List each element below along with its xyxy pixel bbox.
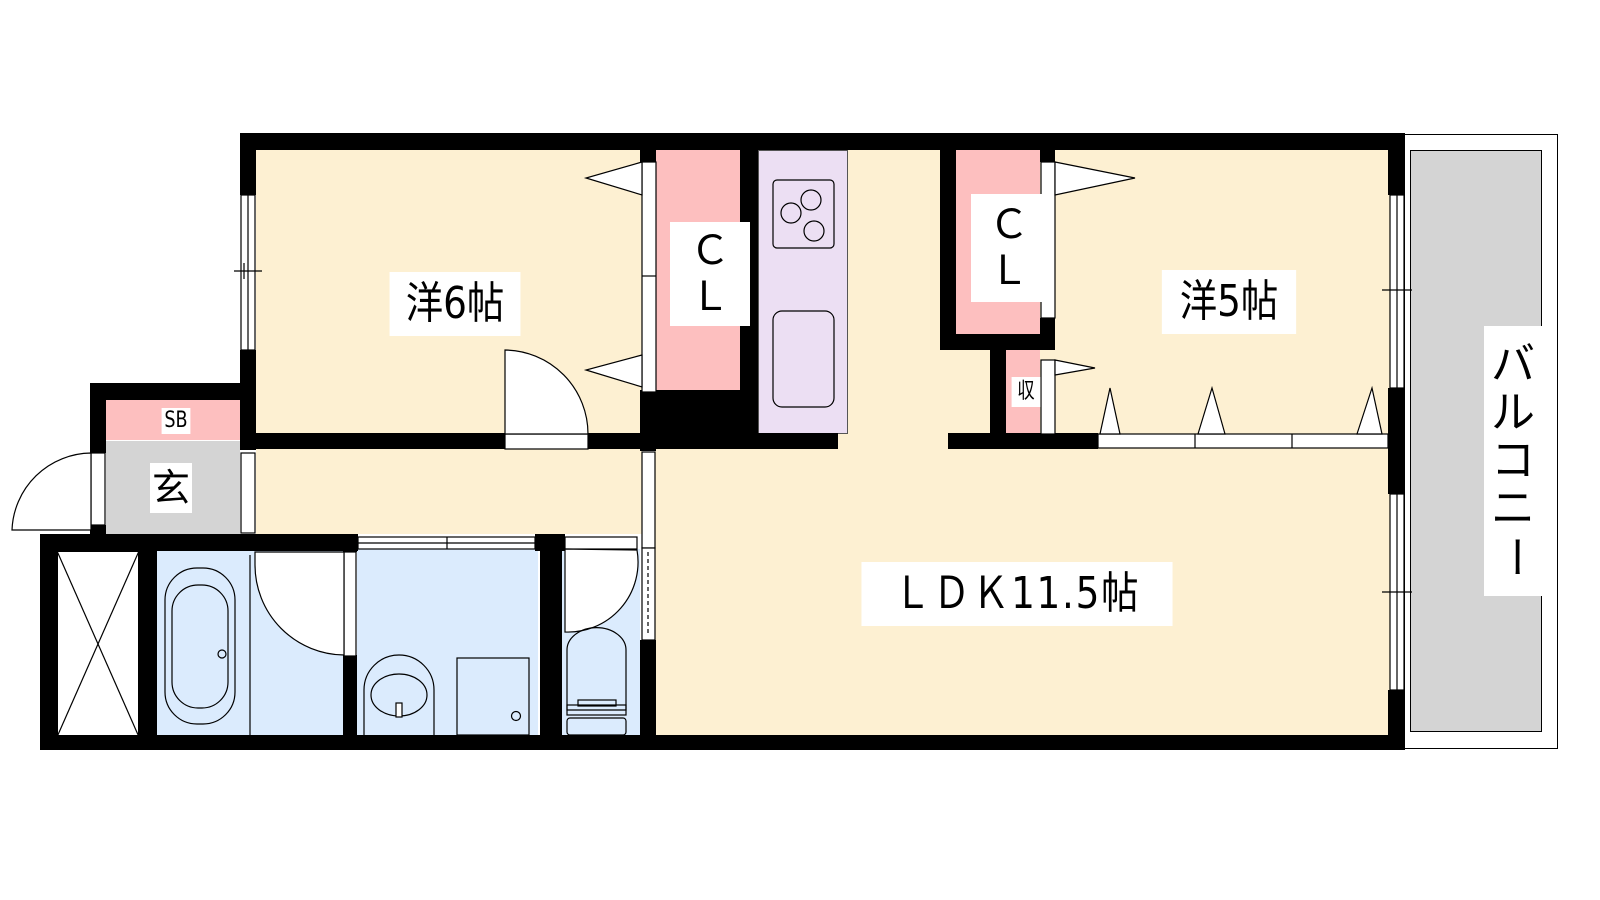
entrance-door-arc: [11, 452, 92, 531]
balcony-char: コ: [1491, 435, 1535, 486]
wall-bath-wash: [343, 534, 357, 552]
wall-left-6b: [240, 350, 256, 450]
wall-bath-wash-b: [343, 655, 357, 750]
wall-bottom: [40, 735, 1405, 750]
closet-right-c: Ｃ: [989, 203, 1029, 247]
label-ldk: ＬＤＫ11.5帖: [861, 562, 1173, 626]
label-western-6: 洋6帖: [389, 272, 521, 336]
label-ldk-text: ＬＤＫ11.5帖: [893, 568, 1141, 619]
closet-left-l: Ｌ: [690, 275, 730, 319]
balcony-char: ニ: [1491, 483, 1535, 534]
wall-entry-left-b: [90, 525, 106, 535]
kitchen-stove: [772, 179, 835, 249]
entrance-door: [90, 452, 106, 526]
wall-6-bottom: [240, 433, 505, 449]
label-closet-left: Ｃ Ｌ: [670, 222, 750, 326]
wall-storage-bath: [139, 534, 157, 750]
wall-6-right-top: [640, 150, 656, 162]
label-entrance: 玄: [150, 463, 192, 513]
balcony-char: ル: [1491, 387, 1535, 438]
balcony-char: バ: [1491, 339, 1535, 390]
wall-wash-toilet: [540, 534, 562, 750]
folding-door-mark: [583, 161, 643, 196]
wall-5-left-b: [1040, 318, 1055, 350]
closet-right-l: Ｌ: [989, 249, 1029, 293]
bath-door-arc: [254, 551, 345, 656]
wall-right-a: [1388, 133, 1405, 195]
door-swing-arc: [504, 349, 589, 435]
label-closet-right: Ｃ Ｌ: [971, 194, 1047, 302]
wall-wet-left: [40, 534, 57, 750]
label-storage: 収: [1011, 377, 1041, 407]
closet-left-door: [641, 161, 657, 393]
wall-5-bottom: [948, 433, 1098, 449]
washbasin: [363, 654, 435, 735]
label-balcony: バ ル コ ニ ー: [1484, 326, 1542, 596]
wall-left-6: [240, 133, 256, 195]
wall-storage-left: [990, 334, 1006, 444]
bathtub: [164, 567, 236, 725]
kitchen-sink: [772, 310, 835, 408]
toilet: [566, 627, 627, 711]
wall-entry-top: [90, 383, 256, 400]
wall-top: [240, 133, 1405, 150]
washroom: [357, 549, 538, 735]
balcony-char: ー: [1488, 535, 1539, 579]
wall-5-left-a: [1040, 150, 1055, 162]
wall-right-b: [1388, 388, 1405, 494]
toilet-door-arc: [564, 548, 639, 633]
wall-toilet-ldk-top: [640, 433, 656, 451]
label-western-5: 洋5帖: [1161, 270, 1297, 334]
hallway: [256, 449, 642, 534]
wall-toilet-ldk: [640, 640, 656, 750]
wall-entry-left: [90, 383, 106, 453]
wall-cl-right-left: [940, 150, 956, 350]
label-shoe-box: SB: [161, 408, 191, 434]
wall-wet-top-a: [40, 534, 358, 551]
door-western-6: [504, 433, 589, 450]
closet-left-c: Ｃ: [690, 229, 730, 273]
wall-cl-block: [640, 390, 758, 449]
western-5-sliding-door: [1097, 433, 1389, 449]
washing-machine-space: [456, 657, 530, 736]
